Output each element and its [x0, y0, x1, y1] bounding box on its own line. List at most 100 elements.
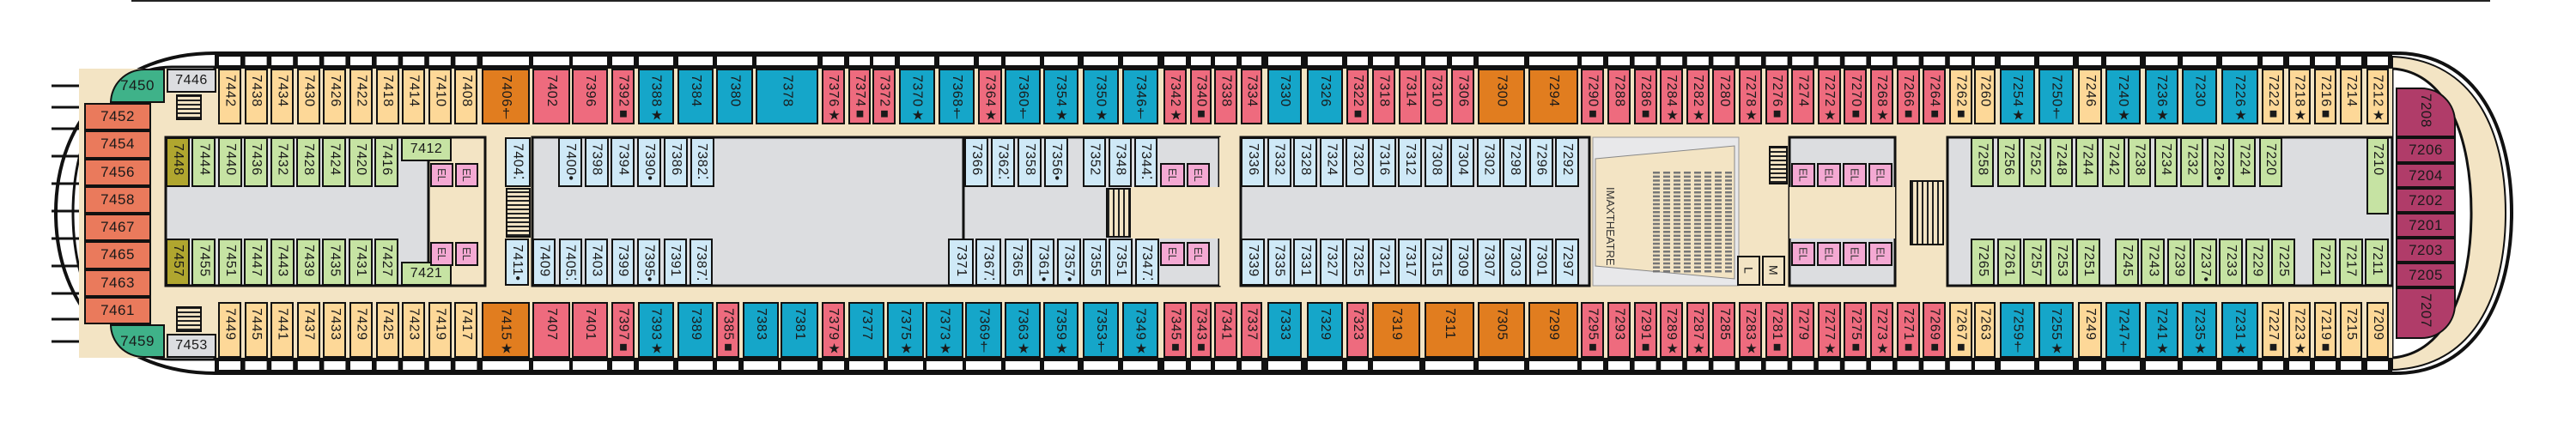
cabin[interactable]: 7358 — [1018, 137, 1042, 187]
cabin[interactable]: 7381 — [781, 302, 818, 358]
cabin[interactable]: 7260 — [1974, 69, 1996, 124]
cabin[interactable]: 7430 — [296, 69, 320, 124]
cabin[interactable]: 7467 — [84, 214, 151, 242]
cabin[interactable]: 7292 — [1555, 137, 1579, 187]
cabin[interactable]: 7246 — [2078, 69, 2102, 124]
cabin[interactable]: 7270■ — [1844, 69, 1868, 124]
cabin[interactable]: 7389 — [677, 302, 714, 358]
cabin[interactable]: 7461 — [84, 296, 151, 324]
cabin[interactable]: 7457 — [166, 239, 190, 286]
elevator[interactable]: EL — [1791, 242, 1815, 266]
cabin[interactable]: 7257 — [2023, 239, 2048, 286]
cabin[interactable]: 7307 — [1476, 239, 1501, 286]
cabin[interactable]: 7209 — [2366, 302, 2389, 358]
cabin[interactable]: 7347⁚ — [1134, 239, 1159, 286]
cabin[interactable]: 7348 — [1109, 137, 1132, 187]
cabin[interactable]: 7371 — [948, 239, 974, 286]
cabin[interactable]: 7346† — [1122, 69, 1158, 124]
cabin[interactable]: 7275■ — [1844, 302, 1868, 358]
cabin[interactable]: 7311 — [1425, 302, 1474, 358]
cabin[interactable]: 7223★ — [2288, 302, 2311, 358]
cabin[interactable]: 7465 — [84, 241, 151, 269]
cabin[interactable]: 7211 — [2365, 239, 2389, 286]
cabin[interactable]: 7284★ — [1660, 69, 1684, 124]
cabin[interactable]: 7395• — [637, 239, 660, 286]
cabin[interactable]: 7325 — [1346, 239, 1370, 286]
cabin[interactable]: 7298 — [1503, 137, 1527, 187]
cabin[interactable]: 7367⁚ — [975, 239, 1001, 286]
cabin[interactable]: 7277★ — [1817, 302, 1841, 358]
cabin[interactable]: 7446 — [167, 69, 216, 93]
cabin[interactable]: 7220 — [2258, 137, 2282, 187]
cabin[interactable]: 7336 — [1241, 137, 1265, 187]
elevator[interactable]: EL — [1817, 242, 1841, 266]
cabin[interactable]: 7291■ — [1633, 302, 1657, 358]
elevator[interactable]: EL — [1187, 163, 1210, 187]
cabin[interactable]: 7362⁚ — [991, 137, 1015, 187]
cabin[interactable]: 7304 — [1450, 137, 1474, 187]
cabin[interactable]: 7369† — [965, 302, 1002, 358]
cabin[interactable]: 7214 — [2340, 69, 2362, 124]
cabin[interactable]: 7432 — [270, 137, 295, 187]
cabin[interactable]: 7335 — [1267, 239, 1291, 286]
cabin[interactable]: 7370★ — [899, 69, 935, 124]
cabin[interactable]: 7303 — [1503, 239, 1527, 286]
cabin[interactable]: 7376★ — [822, 69, 845, 124]
cabin[interactable]: 7386 — [663, 137, 688, 187]
cabin[interactable]: 7443 — [270, 239, 295, 286]
cabin[interactable]: 7314 — [1399, 69, 1422, 124]
cabin[interactable]: 7203 — [2396, 238, 2456, 263]
cabin[interactable]: 7356• — [1044, 137, 1068, 187]
cabin[interactable]: 7289★ — [1660, 302, 1684, 358]
cabin[interactable]: 7442 — [218, 69, 241, 124]
cabin[interactable]: 7408 — [454, 69, 478, 124]
elevator[interactable]: EL — [1160, 242, 1185, 266]
cabin[interactable]: 7427 — [374, 239, 399, 286]
cabin[interactable]: 7344⁚ — [1134, 137, 1157, 187]
cabin[interactable]: 7459 — [110, 324, 165, 358]
cabin[interactable]: 7448 — [166, 137, 190, 187]
cabin[interactable]: 7445 — [244, 302, 268, 358]
cabin[interactable]: 7268★ — [1870, 69, 1893, 124]
cabin[interactable]: 7222■ — [2262, 69, 2284, 124]
cabin[interactable]: 7428 — [296, 137, 320, 187]
cabin[interactable]: 7326 — [1307, 69, 1343, 124]
cabin[interactable]: 7435 — [322, 239, 347, 286]
cabin[interactable]: 7229 — [2245, 239, 2269, 286]
cabin[interactable]: 7266■ — [1896, 69, 1920, 124]
elevator[interactable]: EL — [1160, 163, 1185, 187]
cabin[interactable]: 7338 — [1214, 69, 1237, 124]
cabin[interactable]: 7271■ — [1896, 302, 1920, 358]
cabin[interactable]: 7391 — [663, 239, 687, 286]
cabin[interactable]: 7399 — [611, 239, 635, 286]
cabin[interactable]: 7319 — [1372, 302, 1420, 358]
cabin[interactable]: 7286■ — [1633, 69, 1657, 124]
cabin[interactable]: 7404⁚ — [505, 137, 531, 187]
cabin[interactable]: 7250† — [2038, 69, 2074, 124]
cabin[interactable]: 7373★ — [926, 302, 963, 358]
cabin[interactable]: 7412 — [401, 137, 452, 161]
cabin[interactable]: 7438 — [244, 69, 268, 124]
cabin[interactable]: 7405⁚ — [558, 239, 582, 286]
cabin[interactable]: 7340■ — [1190, 69, 1212, 124]
cabin[interactable]: 7382⁚ — [690, 137, 714, 187]
cabin[interactable]: 7441 — [270, 302, 295, 358]
cabin[interactable]: 7219■ — [2314, 302, 2336, 358]
cabin[interactable]: 7387⁚ — [690, 239, 713, 286]
cabin[interactable]: 7297 — [1555, 239, 1579, 286]
cabin[interactable]: 7244 — [2075, 137, 2099, 187]
cabin[interactable]: 7316 — [1371, 137, 1396, 187]
cabin[interactable]: 7249 — [2078, 302, 2102, 358]
cabin[interactable]: 7274 — [1791, 69, 1815, 124]
cabin[interactable]: 7293 — [1607, 302, 1631, 358]
elevator[interactable]: EL — [1868, 163, 1893, 187]
cabin[interactable]: 7310 — [1425, 69, 1448, 124]
cabin[interactable]: 7308 — [1424, 137, 1449, 187]
cabin[interactable]: 7290■ — [1581, 69, 1604, 124]
cabin[interactable]: 7206 — [2396, 137, 2456, 163]
cabin[interactable]: 7215 — [2340, 302, 2362, 358]
cabin[interactable]: 7281■ — [1765, 302, 1789, 358]
cabin[interactable]: 7323 — [1346, 302, 1369, 358]
cabin[interactable]: 7400• — [558, 137, 582, 187]
cabin[interactable]: 7287★ — [1686, 302, 1710, 358]
